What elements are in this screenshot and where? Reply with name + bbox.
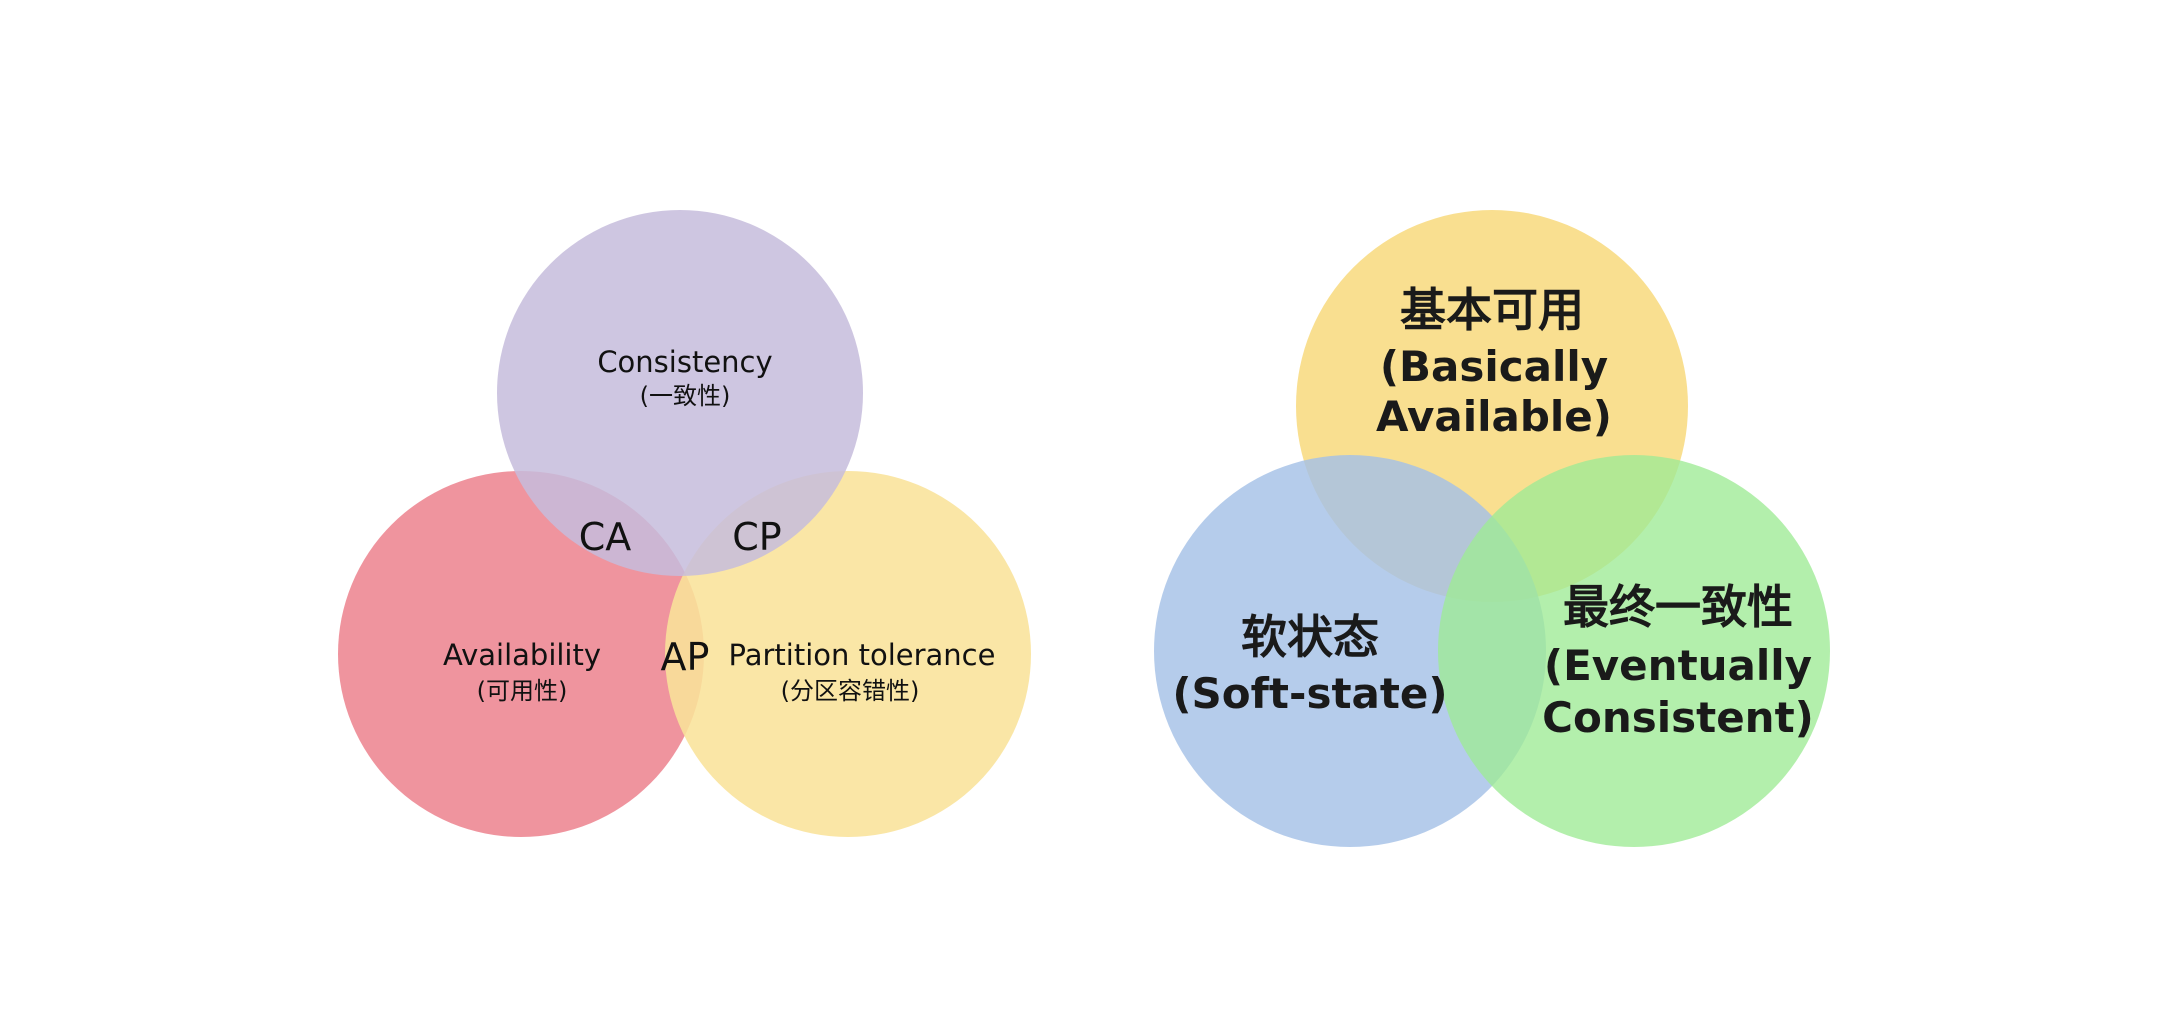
- partition-tolerance-circle: [665, 471, 1031, 837]
- consistency-circle: [497, 210, 863, 576]
- availability-label: Availability: [443, 638, 601, 672]
- partition-tolerance-sublabel: (分区容错性): [781, 677, 920, 705]
- ca-region-label: CA: [579, 515, 632, 559]
- partition-tolerance-label: Partition tolerance: [729, 638, 996, 672]
- cap-venn: Consistency (一致性) Availability (可用性) Par…: [338, 210, 1031, 837]
- consistency-label: Consistency: [597, 345, 772, 379]
- base-venn: 基本可用 (Basically Available) 软状态 (Soft-sta…: [1154, 210, 1830, 847]
- soft-state-circle: [1154, 455, 1546, 847]
- ap-region-label: AP: [661, 635, 710, 679]
- eventually-consistent-label-en-1: (Eventually: [1544, 641, 1812, 690]
- basically-available-label-en-1: (Basically: [1380, 342, 1608, 391]
- soft-state-label-en: (Soft-state): [1172, 669, 1447, 718]
- consistency-sublabel: (一致性): [640, 382, 731, 410]
- eventually-consistent-label-en-2: Consistent): [1542, 693, 1814, 742]
- eventually-consistent-label-zh: 最终一致性: [1563, 580, 1793, 634]
- cp-region-label: CP: [732, 515, 781, 559]
- availability-sublabel: (可用性): [477, 677, 568, 705]
- soft-state-label-zh: 软状态: [1241, 610, 1379, 664]
- basically-available-label-zh: 基本可用: [1400, 283, 1584, 337]
- basically-available-label-en-2: Available): [1376, 392, 1612, 441]
- eventually-consistent-circle: [1438, 455, 1830, 847]
